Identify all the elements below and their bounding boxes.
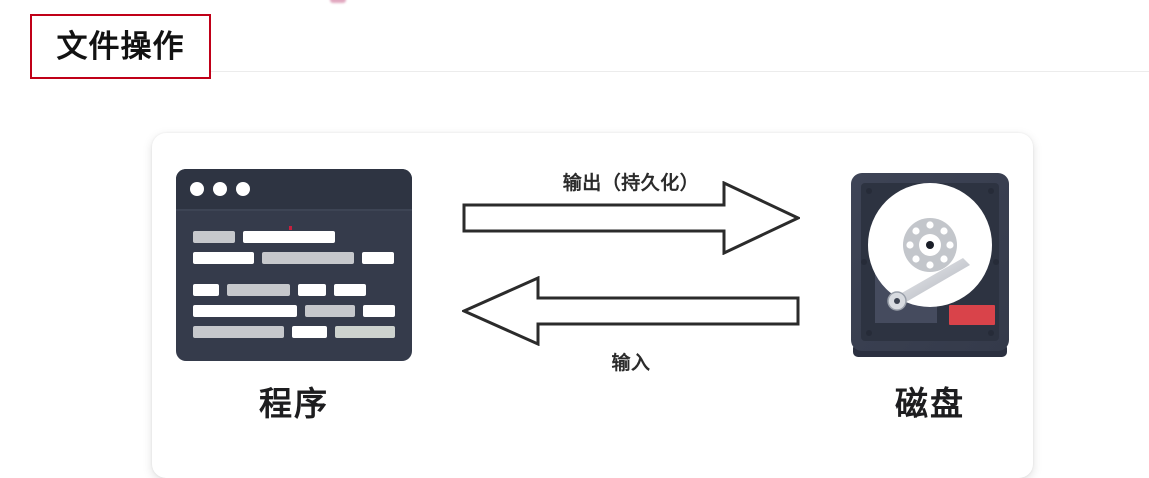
code-bar [193,231,235,243]
code-bar [305,305,355,317]
code-line [193,326,395,338]
hard-disk-icon [851,173,1009,357]
code-bar [193,326,285,338]
page-title: 文件操作 [56,29,185,64]
disk-node [845,165,1015,365]
output-arrow-icon [462,181,800,255]
code-bar [227,284,290,296]
code-line [193,252,395,264]
code-bar [292,326,328,338]
code-bar [335,326,395,338]
code-bar [193,284,219,296]
program-window-icon [176,169,412,361]
disk-label: 磁盘 [895,385,965,422]
input-arrow-label: 输入 [611,353,651,374]
code-line [193,231,395,243]
clipped-pink-marker [330,0,346,3]
code-caret-icon [289,226,292,230]
input-arrow-icon [462,276,800,346]
code-bar [193,305,297,317]
window-dot-icon [213,182,227,196]
code-bar [243,231,335,243]
code-line [193,305,395,317]
program-label: 程序 [259,385,329,422]
code-bar [334,284,366,296]
program-node [176,169,412,361]
window-dot-icon [236,182,250,196]
page-title-box: 文件操作 [30,14,211,79]
program-window-titlebar [176,169,412,209]
program-window-divider [176,209,412,211]
code-bar [298,284,326,296]
code-bar [363,305,395,317]
code-line [193,284,395,296]
code-bar [262,252,354,264]
code-bar [362,252,394,264]
window-dot-icon [190,182,204,196]
header-divider [211,71,1149,72]
output-arrow-label: 输出（持久化） [562,173,700,194]
code-bar [193,252,254,264]
diagram-card: 程序 输出（持久化） 输入 [152,133,1033,478]
program-code-area [176,211,412,361]
